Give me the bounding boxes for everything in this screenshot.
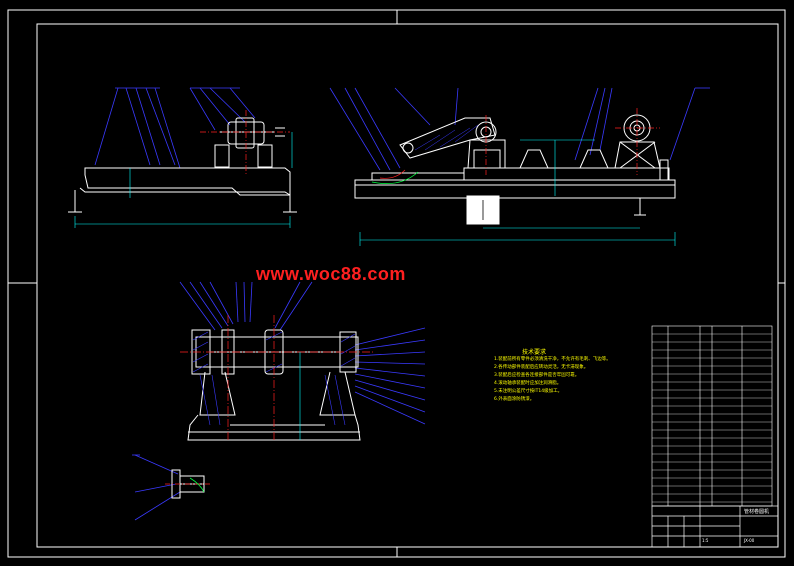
front-view [329, 87, 710, 246]
detail-view [132, 454, 212, 521]
side-view [68, 87, 297, 228]
technical-notes: 1.装配前所有零件必须清洗干净，不允许有毛刺、飞边等。 2.各传动部件装配后应转… [494, 356, 624, 404]
technical-note-item: 4.滚动轴承装配时应加注润滑脂。 [494, 381, 562, 386]
technical-note-item: 1.装配前所有零件必须清洗干净，不允许有毛刺、飞边等。 [494, 357, 611, 362]
parts-list [651, 325, 773, 507]
technical-note-item: 2.各传动部件装配后应转动灵活，无卡滞现象。 [494, 365, 589, 370]
drawing-title: 管材卷圆机 [744, 509, 770, 515]
technical-notes-title: 技术要求 [522, 349, 547, 356]
technical-note-item: 5.未注明公差尺寸按IT14级加工。 [494, 389, 563, 394]
drawing-scale: 1:5 [702, 538, 709, 543]
watermark-text: www.woc88.com [256, 264, 406, 284]
section-view [179, 281, 426, 441]
technical-note-item: 3.装配后应检查各连接部件是否牢固可靠。 [494, 373, 580, 378]
parts-list-rows [652, 333, 772, 503]
sheet-frame [7, 9, 786, 558]
drawing-number: JX-00 [744, 538, 755, 543]
title-block [651, 505, 779, 548]
technical-note-item: 6.外表面涂防锈漆。 [494, 397, 535, 402]
